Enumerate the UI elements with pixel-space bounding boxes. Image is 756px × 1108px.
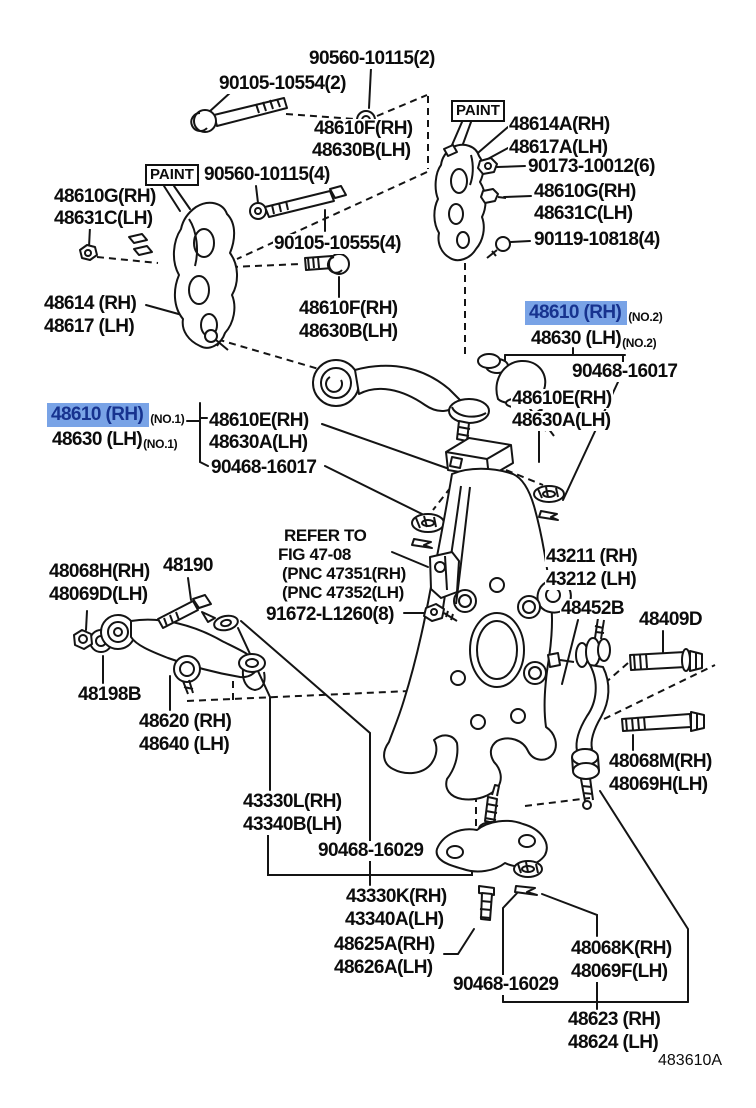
part-label-48631c-left: 48631C(LH) <box>53 208 154 229</box>
part-label-48617: 48617 (LH) <box>43 316 136 337</box>
paint-callout-left: PAINT <box>145 164 199 186</box>
part-label-48626a: 48626A(LH) <box>333 957 434 978</box>
part-label-48452b: 48452B <box>560 598 625 619</box>
part-label-91672: 91672-L1260(8) <box>265 604 395 625</box>
parts-art <box>73 97 705 921</box>
fitting-note-no1: (NO.1) <box>143 437 178 451</box>
part-label-48069f: 48069F(LH) <box>570 961 669 982</box>
part-label-48068k: 48068K(RH) <box>570 938 673 959</box>
bolt-48068m-drawing <box>621 711 705 732</box>
washer-90468-16017-right-drawing <box>533 485 565 521</box>
bolt-90105-10555-drawing <box>249 185 350 275</box>
part-label-48630a-right: 48630A(LH) <box>511 410 612 431</box>
part-label-48623: 48623 (RH) <box>567 1009 662 1030</box>
washer-90468-16017-left-drawing <box>411 513 445 549</box>
refer-note-line2: FIG 47-08 <box>277 545 352 565</box>
part-label-48198b: 48198B <box>77 684 142 705</box>
drawing-code: 483610A <box>658 1052 723 1069</box>
part-label-48630-no2: 48630 (LH)(NO.2) <box>531 328 657 350</box>
fitting-note-no2: (NO.2) <box>628 310 663 324</box>
part-label-43330l: 43330L(RH) <box>242 791 343 812</box>
part-label-48640: 48640 (LH) <box>138 734 231 755</box>
refer-bracket-drawing <box>429 551 460 599</box>
part-label-90105-10555: 90105-10555(4) <box>273 233 402 254</box>
part-label-48630b-top: 48630B(LH) <box>311 140 412 161</box>
part-label-48610e-left: 48610E(RH) <box>208 410 310 431</box>
part-label-48610g-right: 48610G(RH) <box>533 181 637 202</box>
part-label-48409d: 48409D <box>638 609 703 630</box>
highlighted-part-number[interactable]: 48610 (RH) <box>47 403 150 427</box>
part-label-48630b-mid: 48630B(LH) <box>298 321 399 342</box>
lower-ball-joint-drawing <box>435 784 548 921</box>
part-number: 48630 (LH) <box>52 429 143 450</box>
part-label-90560-10115-2: 90560-10115(2) <box>308 48 436 69</box>
part-label-43212: 43212 (LH) <box>545 569 638 590</box>
part-label-90105-10554: 90105-10554(2) <box>218 73 347 94</box>
part-label-48620: 48620 (RH) <box>138 711 233 732</box>
fitting-note-no2: (NO.2) <box>622 336 657 350</box>
part-label-90468-16029-lower: 90468-16029 <box>452 974 560 995</box>
part-number: 48630 (LH) <box>531 328 622 349</box>
part-label-43340a: 43340A(LH) <box>344 909 445 930</box>
part-label-48624: 48624 (LH) <box>567 1032 660 1053</box>
part-label-48610f-mid: 48610F(RH) <box>298 298 399 319</box>
paint-callout-right: PAINT <box>451 100 505 122</box>
part-label-48610e-right: 48610E(RH) <box>511 388 613 409</box>
refer-note-line3: (PNC 47351(RH) <box>281 564 407 584</box>
frame-bracket-left-drawing <box>79 201 238 351</box>
part-label-43340b: 43340B(LH) <box>242 814 343 835</box>
part-label-48625a: 48625A(RH) <box>333 934 436 955</box>
part-label-48610-no1[interactable]: 48610 (RH)(NO.1) <box>47 403 185 427</box>
bolt-90105-10554-drawing <box>190 97 288 133</box>
refer-note-line4: (PNC 47352(LH) <box>281 583 405 603</box>
refer-note-line1: REFER TO <box>283 526 368 546</box>
bolt-48409d-drawing <box>629 648 703 672</box>
part-label-90173: 90173-10012(6) <box>527 156 656 177</box>
part-label-48610-no2[interactable]: 48610 (RH)(NO.2) <box>525 301 663 325</box>
part-label-48630a-left: 48630A(LH) <box>208 432 309 453</box>
part-label-48068m: 48068M(RH) <box>608 751 713 772</box>
part-label-43330k: 43330K(RH) <box>345 886 448 907</box>
part-label-43211: 43211 (RH) <box>545 546 639 567</box>
part-label-48190: 48190 <box>162 555 214 576</box>
part-label-48630-no1: 48630 (LH)(NO.1) <box>52 429 178 451</box>
frame-bracket-right-drawing <box>433 143 511 262</box>
part-label-48610f-top: 48610F(RH) <box>313 118 414 139</box>
lower-control-arm-drawing <box>73 594 266 695</box>
part-label-48610g-left: 48610G(RH) <box>53 186 157 207</box>
part-label-48631c-right: 48631C(LH) <box>533 203 634 224</box>
part-label-90468-16017-left: 90468-16017 <box>210 457 318 478</box>
highlighted-part-number[interactable]: 48610 (RH) <box>525 301 628 325</box>
part-label-48069h: 48069H(LH) <box>608 774 709 795</box>
part-label-90468-16017-right: 90468-16017 <box>571 361 679 382</box>
part-label-48617a: 48617A(LH) <box>508 137 609 158</box>
part-label-48614: 48614 (RH) <box>43 293 138 314</box>
part-label-90468-16029-upper: 90468-16029 <box>317 840 425 861</box>
fitting-note-no1: (NO.1) <box>150 412 185 426</box>
part-label-90560-10115-4: 90560-10115(4) <box>203 164 331 185</box>
bolt-91672-drawing <box>423 603 458 622</box>
stabilizer-link-drawing <box>547 617 611 810</box>
part-label-90119: 90119-10818(4) <box>533 229 661 250</box>
part-label-48068h: 48068H(RH) <box>48 561 151 582</box>
part-label-48069d: 48069D(LH) <box>48 584 149 605</box>
part-label-48614a: 48614A(RH) <box>508 114 611 135</box>
